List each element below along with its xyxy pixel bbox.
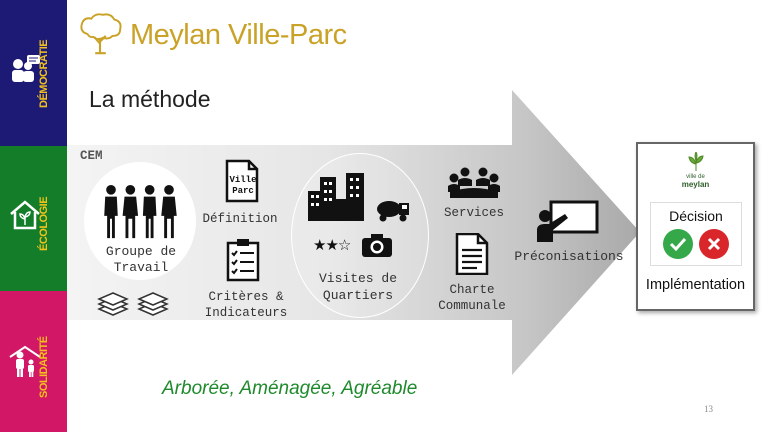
reject-button[interactable] xyxy=(699,229,729,259)
group-label-line1: Groupe de xyxy=(105,244,177,259)
tree-icon xyxy=(80,13,122,55)
definition-doc-text: Ville Parc xyxy=(226,175,260,197)
definition-doc-text-line1: Ville xyxy=(229,175,257,185)
city-buildings-icon xyxy=(308,173,364,221)
sidebar-solidarite: SOLIDARITÉ xyxy=(0,291,67,432)
cross-icon xyxy=(707,237,721,251)
check-icon xyxy=(669,237,687,252)
sidebar-ecologie: ÉCOLOGIE xyxy=(0,146,67,291)
truck-icon xyxy=(377,201,409,222)
criteria-label: Critères & Indicateurs xyxy=(196,289,296,321)
document-stack-icon xyxy=(97,292,129,316)
presenter-board-icon xyxy=(537,200,599,242)
people-speech-icon xyxy=(12,55,40,82)
eco-house-icon xyxy=(10,200,40,230)
family-home-icon xyxy=(9,345,41,377)
checklist-icon xyxy=(226,239,260,282)
decision-label: Décision xyxy=(669,208,723,224)
result-box: ville de meylan Décision Implémentation xyxy=(636,142,755,311)
page-number: 13 xyxy=(704,404,713,414)
group-circle xyxy=(84,162,196,280)
charte-label-line1: Charte xyxy=(449,283,495,297)
rating-stars: ★★☆ xyxy=(313,236,351,254)
arrow-tag: CEM xyxy=(80,149,103,163)
document-icon xyxy=(225,159,259,203)
visits-label-line2: Quartiers xyxy=(322,288,394,303)
page-subtitle: La méthode xyxy=(89,86,211,112)
definition-doc-text-line2: Parc xyxy=(232,186,254,196)
sidebar-democratie: DÉMOCRATIE xyxy=(0,0,67,146)
visits-label: Visites de Quartiers xyxy=(306,270,410,304)
group-label: Groupe de Travail xyxy=(96,244,186,276)
implementation-label: Implémentation xyxy=(645,277,746,293)
page-title: Meylan Ville-Parc xyxy=(130,19,347,51)
group-label-line2: Travail xyxy=(113,260,169,275)
document-stack-icon xyxy=(137,292,169,316)
criteria-label-line2: Indicateurs xyxy=(204,306,288,320)
approve-button[interactable] xyxy=(663,229,693,259)
services-label: Services xyxy=(443,206,504,220)
tagline: Arborée, Aménagée, Agréable xyxy=(162,378,418,399)
meylan-logo-line1: ville de xyxy=(686,174,705,180)
camera-icon xyxy=(362,234,392,257)
meeting-table-icon xyxy=(448,167,500,198)
decision-panel: Décision xyxy=(650,202,742,266)
meylan-logo-text: ville de meylan xyxy=(638,173,753,189)
meylan-logo-line2: meylan xyxy=(681,180,710,189)
definition-label: Définition xyxy=(202,212,278,226)
criteria-label-line1: Critères & xyxy=(208,290,284,304)
document-lines-icon xyxy=(455,233,489,275)
visits-label-line1: Visites de xyxy=(318,271,397,286)
preconisations-label: Préconisations xyxy=(514,249,624,264)
people-group-icon xyxy=(104,184,177,239)
charte-label: Charte Communale xyxy=(428,282,516,314)
charte-label-line2: Communale xyxy=(438,299,506,313)
meylan-logo-icon xyxy=(688,152,704,171)
